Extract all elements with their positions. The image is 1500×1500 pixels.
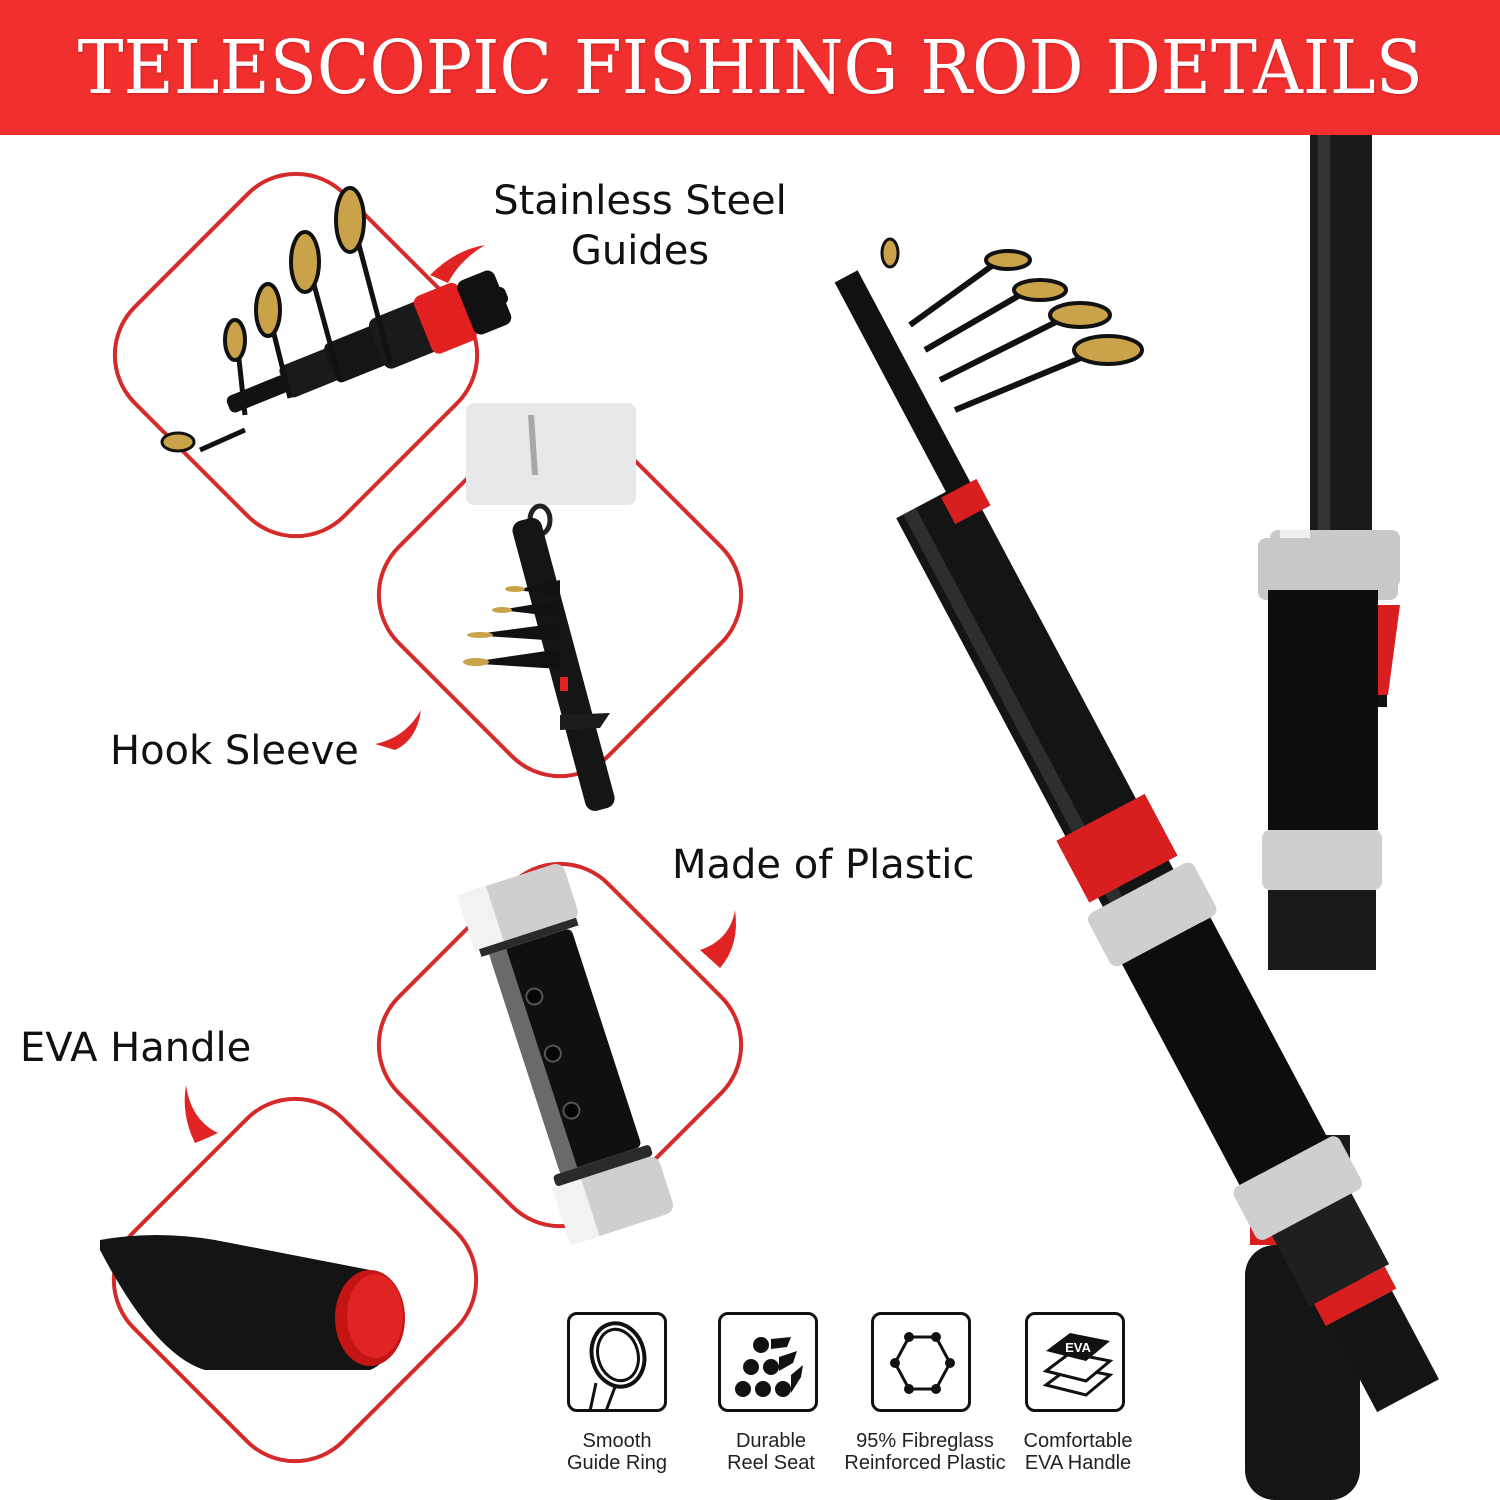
reel-seat-photo bbox=[457, 863, 674, 1246]
label-hook-sleeve: Hook Sleeve bbox=[110, 728, 359, 774]
page-title: TELESCOPIC FISHING ROD DETAILS bbox=[77, 24, 1423, 111]
eva-foam-grip-photo bbox=[100, 1235, 405, 1370]
label-made-of-plastic: Made of Plastic bbox=[672, 842, 975, 888]
guide-ring-icon bbox=[588, 1321, 647, 1412]
svg-text:EVA: EVA bbox=[1065, 1340, 1091, 1355]
feature-durable-reel-seat bbox=[718, 1312, 818, 1412]
rod-hanging-on-hook-photo bbox=[463, 403, 636, 811]
callout-tail-hook bbox=[375, 710, 421, 750]
title-banner: TELESCOPIC FISHING ROD DETAILS bbox=[0, 0, 1500, 135]
label-eva-handle: EVA Handle bbox=[20, 1025, 252, 1071]
hexagon-molecule-icon bbox=[890, 1332, 955, 1394]
label-stainless-steel-guides: Stainless Steel Guides bbox=[493, 178, 787, 274]
feature-smooth-guide-ring bbox=[567, 1312, 667, 1412]
callout-tail-eva bbox=[184, 1085, 218, 1143]
telescopic-rod-main-photo bbox=[834, 135, 1439, 1500]
feature-fibreglass bbox=[871, 1312, 971, 1412]
callout-tail-guides bbox=[430, 245, 485, 283]
reel-seat-dots-icon bbox=[735, 1337, 803, 1397]
feature-comfortable-eva: EVA bbox=[1025, 1312, 1125, 1412]
eva-layers-icon: EVA bbox=[1042, 1333, 1114, 1397]
rod-tip-guides-photo bbox=[160, 186, 512, 453]
callout-tail-plastic bbox=[700, 910, 736, 968]
